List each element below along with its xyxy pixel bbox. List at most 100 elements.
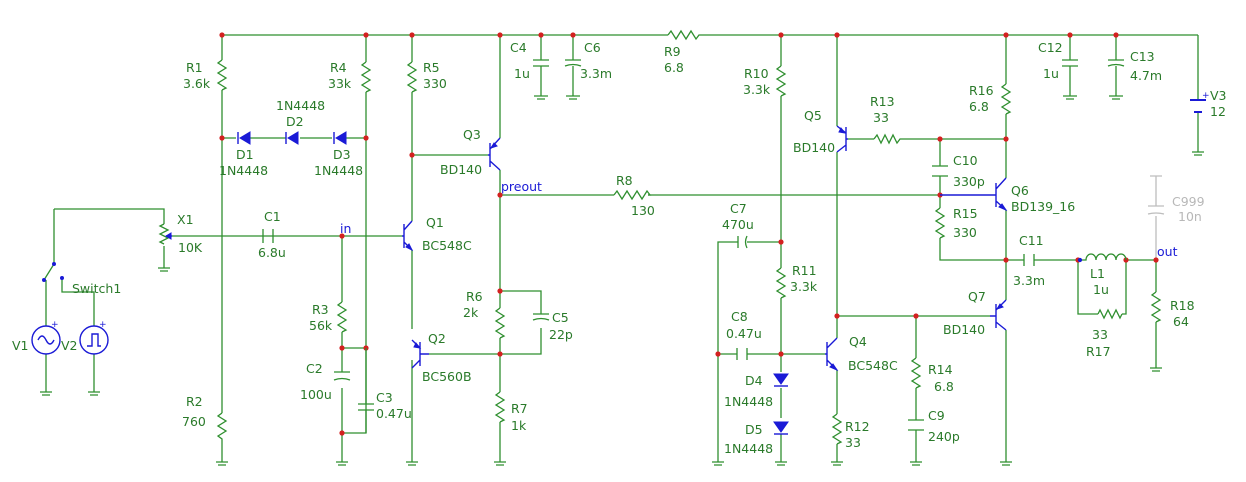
net-label-in: in bbox=[340, 221, 351, 236]
wiring bbox=[45, 34, 1199, 462]
x1-potentiometer bbox=[158, 223, 172, 245]
d2-symbol bbox=[285, 131, 299, 145]
r2-symbol bbox=[216, 412, 228, 462]
q7-name: Q7 bbox=[968, 289, 986, 304]
c8-symbol bbox=[736, 348, 748, 360]
r13-value: 33 bbox=[873, 110, 889, 125]
v3-name: V3 bbox=[1210, 88, 1227, 103]
r6-value: 2k bbox=[463, 305, 479, 320]
d3-name: D3 bbox=[333, 147, 351, 162]
r17-symbol bbox=[1097, 308, 1123, 320]
c6-name: C6 bbox=[584, 40, 601, 55]
switch1-symbol bbox=[42, 262, 64, 282]
c13-name: C13 bbox=[1130, 49, 1155, 64]
svg-text:+: + bbox=[51, 320, 59, 330]
v3-source: + bbox=[1190, 91, 1210, 113]
r7-symbol bbox=[494, 391, 506, 423]
d1-symbol bbox=[237, 131, 251, 145]
q4-value: BC548C bbox=[848, 358, 898, 373]
c5-name: C5 bbox=[552, 310, 569, 325]
q6-value: BD139_16 bbox=[1011, 199, 1075, 214]
c6-symbol bbox=[564, 59, 582, 100]
v3-value: 12 bbox=[1210, 104, 1226, 119]
c9-symbol bbox=[908, 419, 924, 431]
c2-name: C2 bbox=[306, 361, 323, 376]
c9-name: C9 bbox=[928, 408, 945, 423]
c4-name: C4 bbox=[510, 40, 527, 55]
labels: R1 3.6k R2 760 R3 56k R4 33k R5 330 R6 2… bbox=[12, 40, 1227, 456]
c2-symbol bbox=[333, 371, 351, 381]
d2-value: 1N4448 bbox=[276, 98, 325, 113]
c12-symbol bbox=[1062, 59, 1078, 100]
r8-value: 130 bbox=[631, 203, 655, 218]
r2-name: R2 bbox=[186, 394, 203, 409]
c999-value: 10n bbox=[1178, 209, 1202, 224]
c6-value: 3.3m bbox=[580, 66, 612, 81]
q2-name: Q2 bbox=[428, 331, 446, 346]
capacitors bbox=[262, 59, 1125, 433]
r5-value: 330 bbox=[423, 76, 447, 91]
c7-symbol bbox=[737, 235, 748, 249]
q6-name: Q6 bbox=[1011, 183, 1029, 198]
c3-symbol bbox=[358, 348, 374, 433]
c11-symbol bbox=[1023, 254, 1035, 266]
d3-value: 1N4448 bbox=[314, 163, 363, 178]
net-label-preout: preout bbox=[501, 179, 542, 194]
r9-symbol bbox=[667, 29, 700, 41]
c2-value: 100u bbox=[300, 387, 332, 402]
c999-name: C999 bbox=[1172, 194, 1205, 209]
d5-value: 1N4448 bbox=[724, 441, 773, 456]
r15-symbol bbox=[934, 207, 946, 239]
r15-name: R15 bbox=[953, 206, 978, 221]
r17-value: 33 bbox=[1092, 327, 1108, 342]
q7-transistor bbox=[990, 299, 1007, 331]
r10-value: 3.3k bbox=[743, 82, 771, 97]
c12-value: 1u bbox=[1043, 66, 1059, 81]
c3-value: 0.47u bbox=[376, 406, 412, 421]
q3-name: Q3 bbox=[463, 127, 481, 142]
r14-symbol bbox=[910, 357, 922, 389]
c1-name: C1 bbox=[264, 209, 281, 224]
transistors bbox=[402, 125, 1008, 372]
d4-symbol bbox=[773, 373, 789, 387]
d3-symbol bbox=[333, 131, 347, 145]
svg-text:+: + bbox=[1202, 91, 1210, 101]
r7-value: 1k bbox=[511, 418, 527, 433]
c7-name: C7 bbox=[730, 201, 747, 216]
r16-name: R16 bbox=[969, 83, 994, 98]
r8-symbol bbox=[613, 189, 652, 201]
resistors bbox=[216, 29, 1162, 462]
r4-value: 33k bbox=[328, 76, 352, 91]
inductor-l1 bbox=[1077, 253, 1127, 263]
r6-name: R6 bbox=[466, 289, 483, 304]
q5-transistor bbox=[836, 125, 848, 153]
q4-transistor bbox=[825, 337, 839, 372]
q6-transistor bbox=[940, 177, 1008, 212]
switch1-name: Switch1 bbox=[72, 281, 121, 296]
junction-dots bbox=[219, 32, 1159, 436]
q7-value: BD140 bbox=[943, 322, 985, 337]
r6-symbol bbox=[494, 307, 506, 339]
c5-symbol bbox=[532, 313, 550, 321]
r3-symbol bbox=[336, 301, 348, 333]
svg-text:+: + bbox=[99, 320, 107, 330]
r16-value: 6.8 bbox=[969, 99, 989, 114]
x1-name: X1 bbox=[177, 212, 194, 227]
r1-symbol bbox=[216, 59, 228, 91]
c13-symbol bbox=[1107, 59, 1125, 100]
r3-name: R3 bbox=[312, 302, 329, 317]
q1-name: Q1 bbox=[426, 215, 444, 230]
d2-name: D2 bbox=[286, 114, 304, 129]
d4-value: 1N4448 bbox=[724, 394, 773, 409]
c13-value: 4.7m bbox=[1130, 68, 1162, 83]
q3-value: BD140 bbox=[440, 162, 482, 177]
r14-name: R14 bbox=[928, 362, 953, 377]
c10-name: C10 bbox=[953, 153, 978, 168]
r1-name: R1 bbox=[186, 60, 203, 75]
c11-name: C11 bbox=[1019, 233, 1044, 248]
q3-transistor bbox=[488, 137, 501, 171]
r12-value: 33 bbox=[845, 435, 861, 450]
q4-name: Q4 bbox=[849, 334, 867, 349]
c10-value: 330p bbox=[953, 174, 985, 189]
